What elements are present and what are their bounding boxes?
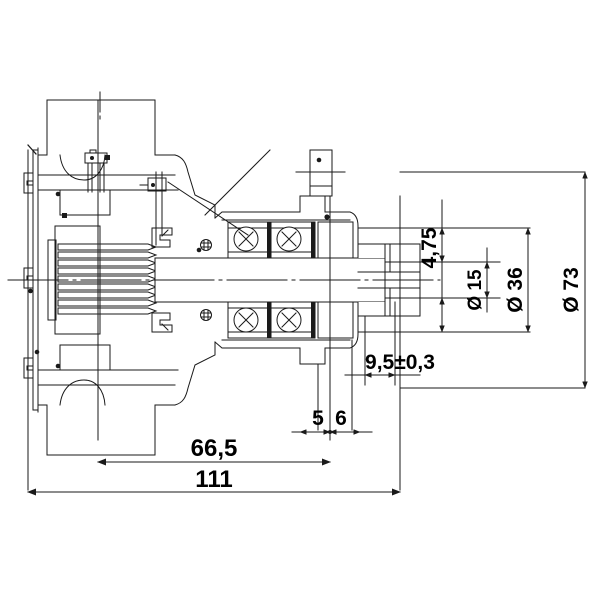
housing-port: [139, 171, 167, 246]
dimension-label-4-75: 4,75: [418, 227, 441, 268]
dimension-label-dia-73: Ø 73: [560, 267, 583, 313]
left-mounting-flange: [23, 144, 40, 413]
dimension-label-9-5: 9,5±0,3: [365, 351, 435, 374]
spline-teeth: [57, 243, 158, 315]
seal-marker: [200, 239, 212, 251]
shaft-seal-upper: [151, 227, 173, 248]
leader-line: [167, 181, 249, 236]
dimension-label-6: 6: [335, 407, 347, 430]
flange-tab: [23, 172, 34, 194]
shaft-seal-lower: [151, 312, 173, 333]
bearing-lower: [227, 301, 354, 339]
dimension-label-5: 5: [312, 407, 324, 430]
dimension-label-66-5: 66,5: [191, 435, 238, 462]
bearing-upper: [227, 221, 354, 259]
dimension-5-6: [291, 429, 373, 435]
mounting-bracket-tab: [295, 149, 346, 220]
dimension-label-dia-36: Ø 36: [504, 267, 527, 313]
dimension-label-111: 111: [195, 466, 232, 493]
extension-lines: [27, 99, 586, 491]
leader-line: [204, 149, 271, 216]
pump-housing: [37, 99, 216, 456]
bearing-housing: [214, 195, 359, 365]
flange-tab: [23, 357, 34, 379]
top-key-tab: [84, 149, 110, 193]
seal-marker: [200, 309, 212, 321]
dimension-label-dia-15: Ø 15: [465, 269, 486, 311]
